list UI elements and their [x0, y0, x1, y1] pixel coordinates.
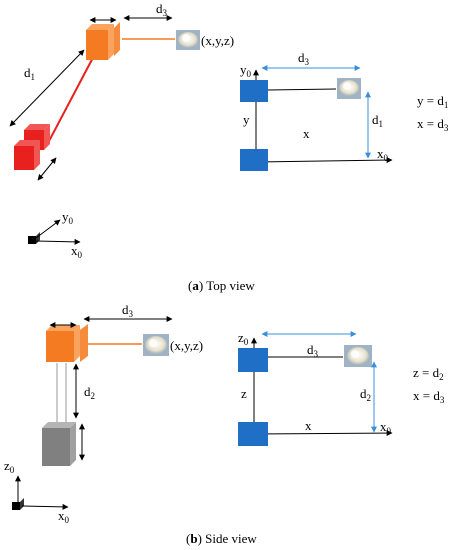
schematic-d3-label: d3	[298, 50, 310, 67]
upper-blue-block	[240, 80, 268, 102]
equation-z-d2: z = d2	[413, 365, 444, 382]
caption-top-view: (a) Top view	[188, 278, 255, 293]
point-label: (x,y,z)	[201, 33, 234, 48]
side-view-schematic: z0 d3 d2 z x x0	[238, 330, 393, 446]
axis-y0-label: y0	[62, 209, 74, 226]
top-axis-frame	[28, 219, 81, 245]
side-point-label: (x,y,z)	[170, 338, 203, 353]
side-schematic-x0-label: x0	[380, 419, 392, 436]
schematic-x0-label: x0	[377, 146, 389, 163]
schematic-d1-label: d1	[372, 112, 383, 129]
arm-line	[267, 88, 337, 91]
side-axis-frame	[12, 475, 69, 510]
side-d2-label: d2	[84, 384, 95, 401]
side-view-robot: (x,y,z) d3 d2 z0 x0	[4, 302, 203, 525]
equation-x-d3: x = d3	[417, 116, 449, 133]
side-axis-x0-label: x0	[58, 508, 70, 525]
axis-x0-label: x0	[71, 243, 83, 260]
x-axis-line	[255, 157, 393, 164]
red-link-line	[47, 49, 98, 144]
equation-x-d3-side: x = d3	[413, 388, 445, 405]
schematic-z0-label: z0	[238, 330, 249, 347]
schematic-x-label: x	[303, 126, 310, 141]
side-schematic-d2-label: d2	[360, 386, 371, 403]
side-shell-icon	[143, 334, 169, 356]
top-view-schematic: y0 d3 d1 y x x0	[240, 50, 393, 171]
schematic-shell-icon	[337, 78, 361, 99]
equation-y-d1: y = d1	[417, 93, 448, 110]
side-schematic-shell-icon	[344, 345, 372, 367]
shell-target-icon	[176, 30, 200, 50]
top-view-robot: (x,y,z) d3 d1 y0 x0	[9, 1, 234, 260]
side-schematic-z-label: z	[241, 386, 247, 401]
side-equations: z = d2 x = d3	[413, 365, 445, 405]
gray-base-cube	[42, 422, 76, 466]
lower-blue-block	[240, 149, 268, 171]
top-equations: y = d1 x = d3	[417, 93, 449, 133]
side-lower-blue-block	[238, 422, 268, 446]
caption-side-view: (b) Side view	[186, 531, 257, 546]
red-base-cube	[14, 124, 50, 170]
side-x-axis-line	[253, 430, 393, 437]
d1-label: d1	[24, 65, 35, 82]
side-upper-blue-block	[238, 348, 268, 372]
side-schematic-d3-label: d3	[307, 342, 319, 359]
side-d3-label: d3	[122, 302, 134, 319]
schematic-y0-label: y0	[240, 62, 252, 79]
orange-end-cube	[86, 22, 120, 60]
schematic-y-label: y	[243, 112, 250, 127]
orange-end-cube-side	[46, 324, 88, 362]
d1-dimension-arrow	[9, 49, 85, 127]
side-schematic-x-label: x	[305, 418, 312, 433]
side-axis-z0-label: z0	[4, 458, 15, 475]
base-depth-arrow	[37, 157, 57, 181]
d3-label: d3	[156, 1, 168, 18]
